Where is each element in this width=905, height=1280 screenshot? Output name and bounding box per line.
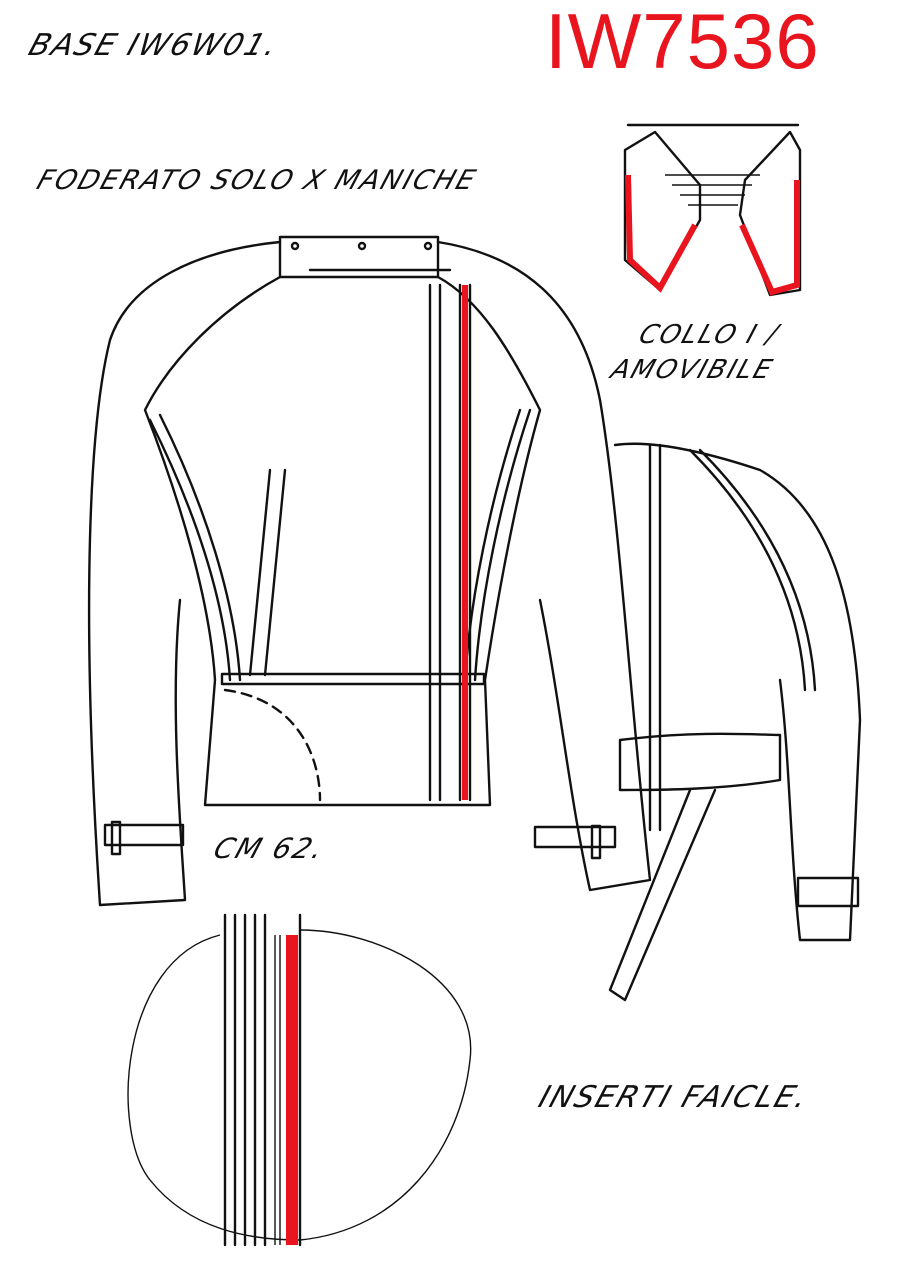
back-jacket-drawing (608, 442, 862, 1002)
style-code: IW7536 (545, 0, 820, 85)
collar-detail-drawing (623, 123, 802, 297)
zip-detail-drawing (127, 913, 472, 1247)
front-jacket-drawing (87, 235, 652, 907)
